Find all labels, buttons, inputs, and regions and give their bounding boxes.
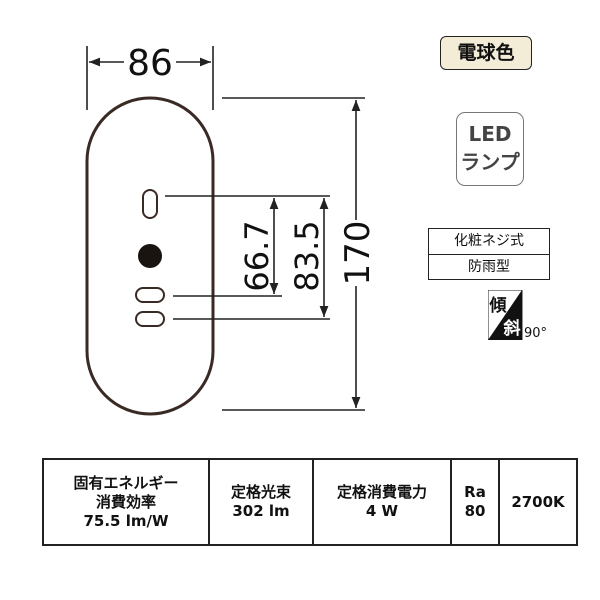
efficiency-label-1: 固有エネルギー (73, 473, 179, 492)
power-cell: 定格消費電力 4 W (312, 458, 452, 546)
led-badge-line1: LED (468, 122, 512, 146)
feature-box: 化粧ネジ式 防雨型 (428, 228, 550, 280)
height-dimension-label: 170 (338, 221, 378, 286)
mounting-slot-top (142, 189, 158, 219)
tilt-char-2: 斜 (503, 318, 521, 339)
led-badge-line2: ランプ (460, 150, 520, 174)
ra-value: 80 (464, 502, 486, 520)
table-row: 固有エネルギー 消費効率 75.5 lm/W 定格光束 302 lm 定格消費電… (42, 458, 578, 546)
ra-cell: Ra 80 (450, 458, 500, 546)
fixture-body (85, 96, 215, 416)
efficiency-cell: 固有エネルギー 消費効率 75.5 lm/W (42, 458, 210, 546)
led-lamp-badge: LED ランプ (456, 112, 524, 186)
feature-rainproof: 防雨型 (468, 259, 510, 275)
spec-table: 固有エネルギー 消費効率 75.5 lm/W 定格光束 302 lm 定格消費電… (42, 458, 578, 546)
tilt-char-1: 傾 (489, 295, 508, 316)
tilt-icon: 傾 斜 90° (488, 290, 547, 340)
color-temp-value: 2700K (511, 492, 565, 511)
power-label: 定格消費電力 (336, 483, 427, 501)
spacing-835-label: 83.5 (288, 220, 326, 291)
power-value: 4 W (365, 502, 399, 520)
efficiency-value: 75.5 lm/W (83, 511, 169, 530)
mounting-slot-lower-1 (135, 287, 165, 303)
flux-cell: 定格光束 302 lm (208, 458, 314, 546)
mounting-slot-lower-2 (135, 311, 165, 327)
efficiency-label-2: 消費効率 (95, 492, 156, 511)
light-color-badge: 電球色 (440, 36, 532, 70)
spacing-667-label: 66.7 (238, 220, 276, 291)
color-temp-cell: 2700K (498, 458, 578, 546)
flux-value: 302 lm (232, 502, 290, 520)
width-dimension-label: 86 (127, 43, 173, 84)
tilt-angle: 90° (524, 326, 547, 340)
flux-label: 定格光束 (230, 483, 291, 501)
feature-screw-type: 化粧ネジ式 (429, 229, 549, 255)
cable-hole (138, 244, 162, 268)
ra-label: Ra (464, 483, 486, 501)
